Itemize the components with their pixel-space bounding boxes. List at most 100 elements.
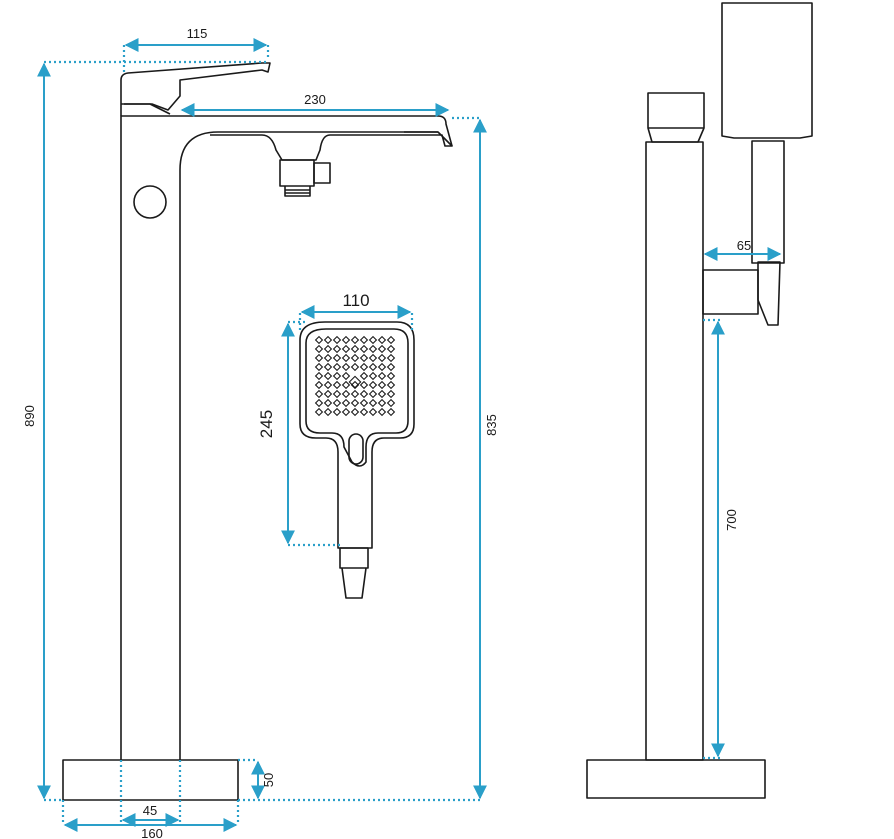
shower-nozzle xyxy=(341,362,351,372)
shower-nozzle xyxy=(341,344,351,354)
shower-nozzle xyxy=(386,398,396,408)
shower-nozzle xyxy=(368,398,378,408)
shower-nozzle xyxy=(359,380,369,390)
diverter-knob xyxy=(133,185,167,219)
dim-column-width: 45 xyxy=(121,803,180,827)
side-lever-cap xyxy=(647,92,705,143)
shower-nozzle xyxy=(377,353,387,363)
shower-nozzle xyxy=(323,389,333,399)
spout-top-edge xyxy=(180,115,453,147)
label-total-height: 890 xyxy=(22,405,37,427)
side-view: 65 700 xyxy=(586,2,813,799)
shower-nozzle xyxy=(377,362,387,372)
shower-nozzle xyxy=(368,389,378,399)
shower-nozzle xyxy=(323,407,333,417)
label-lever-width: 115 xyxy=(187,26,208,41)
shower-nozzle xyxy=(341,335,351,345)
shower-nozzle xyxy=(341,398,351,408)
label-spout-length: 230 xyxy=(304,92,326,107)
hose-connector xyxy=(279,159,331,197)
shower-nozzle xyxy=(332,407,342,417)
shower-nozzle xyxy=(350,407,360,417)
shower-nozzle xyxy=(314,353,324,363)
shower-nozzle xyxy=(314,335,324,345)
label-holder-offset: 65 xyxy=(737,238,751,253)
dim-base-width: 160 xyxy=(61,800,240,839)
lever-handle xyxy=(120,62,271,116)
shower-nozzle xyxy=(332,380,342,390)
shower-nozzle xyxy=(332,353,342,363)
dim-total-height: 890 xyxy=(22,60,268,802)
shower-nozzle xyxy=(350,344,360,354)
lever-body xyxy=(124,103,171,115)
shower-nozzle xyxy=(359,389,369,399)
shower-nozzle xyxy=(314,344,324,354)
shower-nozzle xyxy=(332,362,342,372)
shower-nozzle xyxy=(359,371,369,381)
shower-nozzle xyxy=(386,344,396,354)
dim-base-height: 50 xyxy=(238,758,276,800)
shower-nozzle xyxy=(359,398,369,408)
side-column xyxy=(645,141,704,761)
shower-nozzle xyxy=(323,398,333,408)
side-handshower-handle xyxy=(751,140,785,264)
shower-nozzle xyxy=(359,353,369,363)
shower-nozzle xyxy=(350,362,360,372)
shower-nozzle xyxy=(350,353,360,363)
front-view: 115 230 890 835 50 4 xyxy=(22,26,499,839)
shower-nozzle xyxy=(359,335,369,345)
dim-lever-width: 115 xyxy=(122,26,270,72)
shower-nozzle xyxy=(332,344,342,354)
label-column-width: 45 xyxy=(143,803,157,818)
shower-nozzle xyxy=(341,389,351,399)
shower-nozzle xyxy=(323,380,333,390)
shower-nozzle xyxy=(359,344,369,354)
shower-nozzle xyxy=(386,380,396,390)
shower-nozzle xyxy=(332,371,342,381)
shower-nozzle xyxy=(323,335,333,345)
shower-nozzle xyxy=(368,353,378,363)
shower-nozzle xyxy=(359,407,369,417)
shower-nozzle xyxy=(323,344,333,354)
dim-holder-offset: 65 xyxy=(703,238,782,261)
shower-nozzle xyxy=(377,344,387,354)
shower-nozzle xyxy=(386,335,396,345)
shower-nozzle xyxy=(377,380,387,390)
shower-nozzle xyxy=(332,398,342,408)
shower-nozzle xyxy=(332,389,342,399)
shower-nozzle xyxy=(359,362,369,372)
shower-nozzle xyxy=(314,380,324,390)
shower-nozzle xyxy=(332,335,342,345)
shower-nozzle xyxy=(377,335,387,345)
shower-nozzle xyxy=(368,380,378,390)
shower-nozzle xyxy=(314,389,324,399)
shower-nozzle xyxy=(386,407,396,417)
shower-nozzle xyxy=(314,398,324,408)
shower-nozzle xyxy=(341,380,351,390)
shower-nozzle xyxy=(368,407,378,417)
shower-center-logo xyxy=(348,375,362,389)
shower-nozzle xyxy=(314,371,324,381)
shower-nozzle xyxy=(386,362,396,372)
dim-holder-height: 700 xyxy=(703,318,739,760)
shower-nozzle xyxy=(314,362,324,372)
shower-nozzle xyxy=(341,407,351,417)
shower-nozzle xyxy=(377,407,387,417)
label-spout-height: 835 xyxy=(484,414,499,436)
label-base-width: 160 xyxy=(141,826,163,839)
side-base-plate xyxy=(586,759,766,799)
shower-nozzle xyxy=(323,362,333,372)
side-handshower-head xyxy=(721,2,813,139)
label-base-height: 50 xyxy=(261,773,276,787)
shower-nozzle xyxy=(386,371,396,381)
shower-nozzle xyxy=(368,335,378,345)
shower-nozzle xyxy=(368,371,378,381)
shower-nozzle xyxy=(386,353,396,363)
shower-nozzle xyxy=(377,398,387,408)
tap-base-plate xyxy=(62,759,239,801)
side-holder-bracket xyxy=(702,269,759,315)
label-handshower-height: 245 xyxy=(257,410,276,438)
dim-handshower-width: 110 xyxy=(298,291,414,330)
shower-nozzle xyxy=(350,335,360,345)
